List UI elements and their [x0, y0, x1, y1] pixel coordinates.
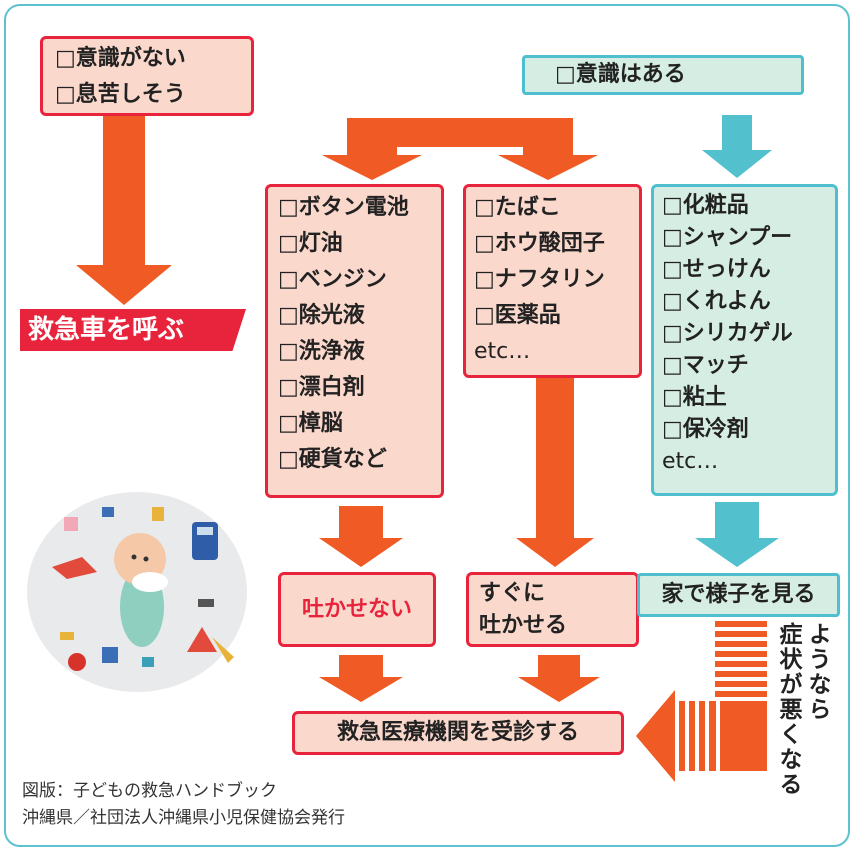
list-item: □漂白剤 — [278, 375, 365, 400]
make-vomit-box: すぐに 吐かせる — [466, 572, 639, 647]
breathing-item: □息苦しそう — [55, 82, 186, 107]
conscious-item: □意識はある — [555, 62, 686, 87]
observe-home-box: 家で様子を見る — [637, 573, 840, 617]
arrow-down-left — [76, 115, 172, 305]
list-item: □医薬品 — [474, 303, 561, 328]
list-item: □保冷剤 — [662, 417, 749, 442]
list-item: □灯油 — [278, 231, 343, 256]
list-item: □粘土 — [662, 385, 727, 410]
credit-publisher: 沖縄県／社団法人沖縄県小児保健協会発行 — [22, 808, 345, 828]
make-vomit-line: すぐに — [479, 581, 546, 606]
list-item: etc… — [474, 339, 531, 364]
list-item: □ボタン電池 — [278, 195, 409, 220]
arrow-worse-to-hospital — [636, 621, 767, 782]
do-not-vomit-label: 吐かせない — [301, 596, 412, 622]
arrow-down-teal-bottom — [695, 502, 779, 567]
vomit-list: □たばこ □ホウ酸団子 □ナフタリン □医薬品 etc… — [463, 184, 642, 378]
list-item: □樟脳 — [278, 411, 343, 436]
credits: 図版：子どもの救急ハンドブック 沖縄県／社団法人沖縄県小児保健協会発行 — [22, 778, 345, 832]
observe-home-label: 家で様子を見る — [661, 582, 816, 607]
list-item: □ナフタリン — [474, 267, 605, 292]
list-item: □硬貨など — [278, 447, 387, 472]
unconscious-item: □意識がない — [55, 46, 186, 71]
do-not-vomit-box: 吐かせない — [278, 572, 436, 647]
arrow-down-teal-top — [702, 115, 772, 178]
observe-list: □化粧品 □シャンプー □せっけん □くれよん □シリカゲル □マッチ □粘土 … — [651, 184, 838, 496]
call-ambulance-banner: 救急車を呼ぶ — [20, 309, 246, 351]
hospital-label: 救急医療機関を受診する — [336, 720, 579, 745]
list-item: □除光液 — [278, 303, 365, 328]
list-item: □たばこ — [474, 195, 561, 220]
list-item: □せっけん — [662, 257, 771, 282]
list-item: □マッチ — [662, 353, 749, 378]
list-item: etc… — [662, 449, 719, 474]
arrow-down-to-hospital-1 — [319, 655, 403, 702]
list-item: □ベンジン — [278, 267, 387, 292]
list-item: □シャンプー — [662, 225, 793, 250]
baby-toys-illustration — [27, 492, 247, 692]
if-worse-line-2: ようなら — [804, 622, 830, 722]
hospital-box: 救急医療機関を受診する — [292, 711, 624, 755]
credit-source: 図版：子どもの救急ハンドブック — [22, 781, 277, 801]
list-item: □シリカゲル — [662, 321, 793, 346]
arrow-down-vomit — [516, 352, 594, 567]
if-worse-line-1: 症状が悪くなる — [775, 622, 801, 797]
no-vomit-list: □ボタン電池 □灯油 □ベンジン □除光液 □洗浄液 □漂白剤 □樟脳 □硬貨な… — [265, 184, 444, 498]
list-item: □化粧品 — [662, 193, 749, 218]
unconscious-box: □意識がない □息苦しそう — [40, 36, 254, 116]
list-item: □くれよん — [662, 289, 771, 314]
conscious-box: □意識はある — [522, 55, 804, 95]
arrow-split — [322, 118, 598, 180]
list-item: □洗浄液 — [278, 339, 365, 364]
arrow-down-no-vomit — [319, 506, 403, 567]
list-item: □ホウ酸団子 — [474, 231, 605, 256]
arrow-down-to-hospital-2 — [518, 655, 600, 702]
make-vomit-line: 吐かせる — [479, 613, 568, 638]
